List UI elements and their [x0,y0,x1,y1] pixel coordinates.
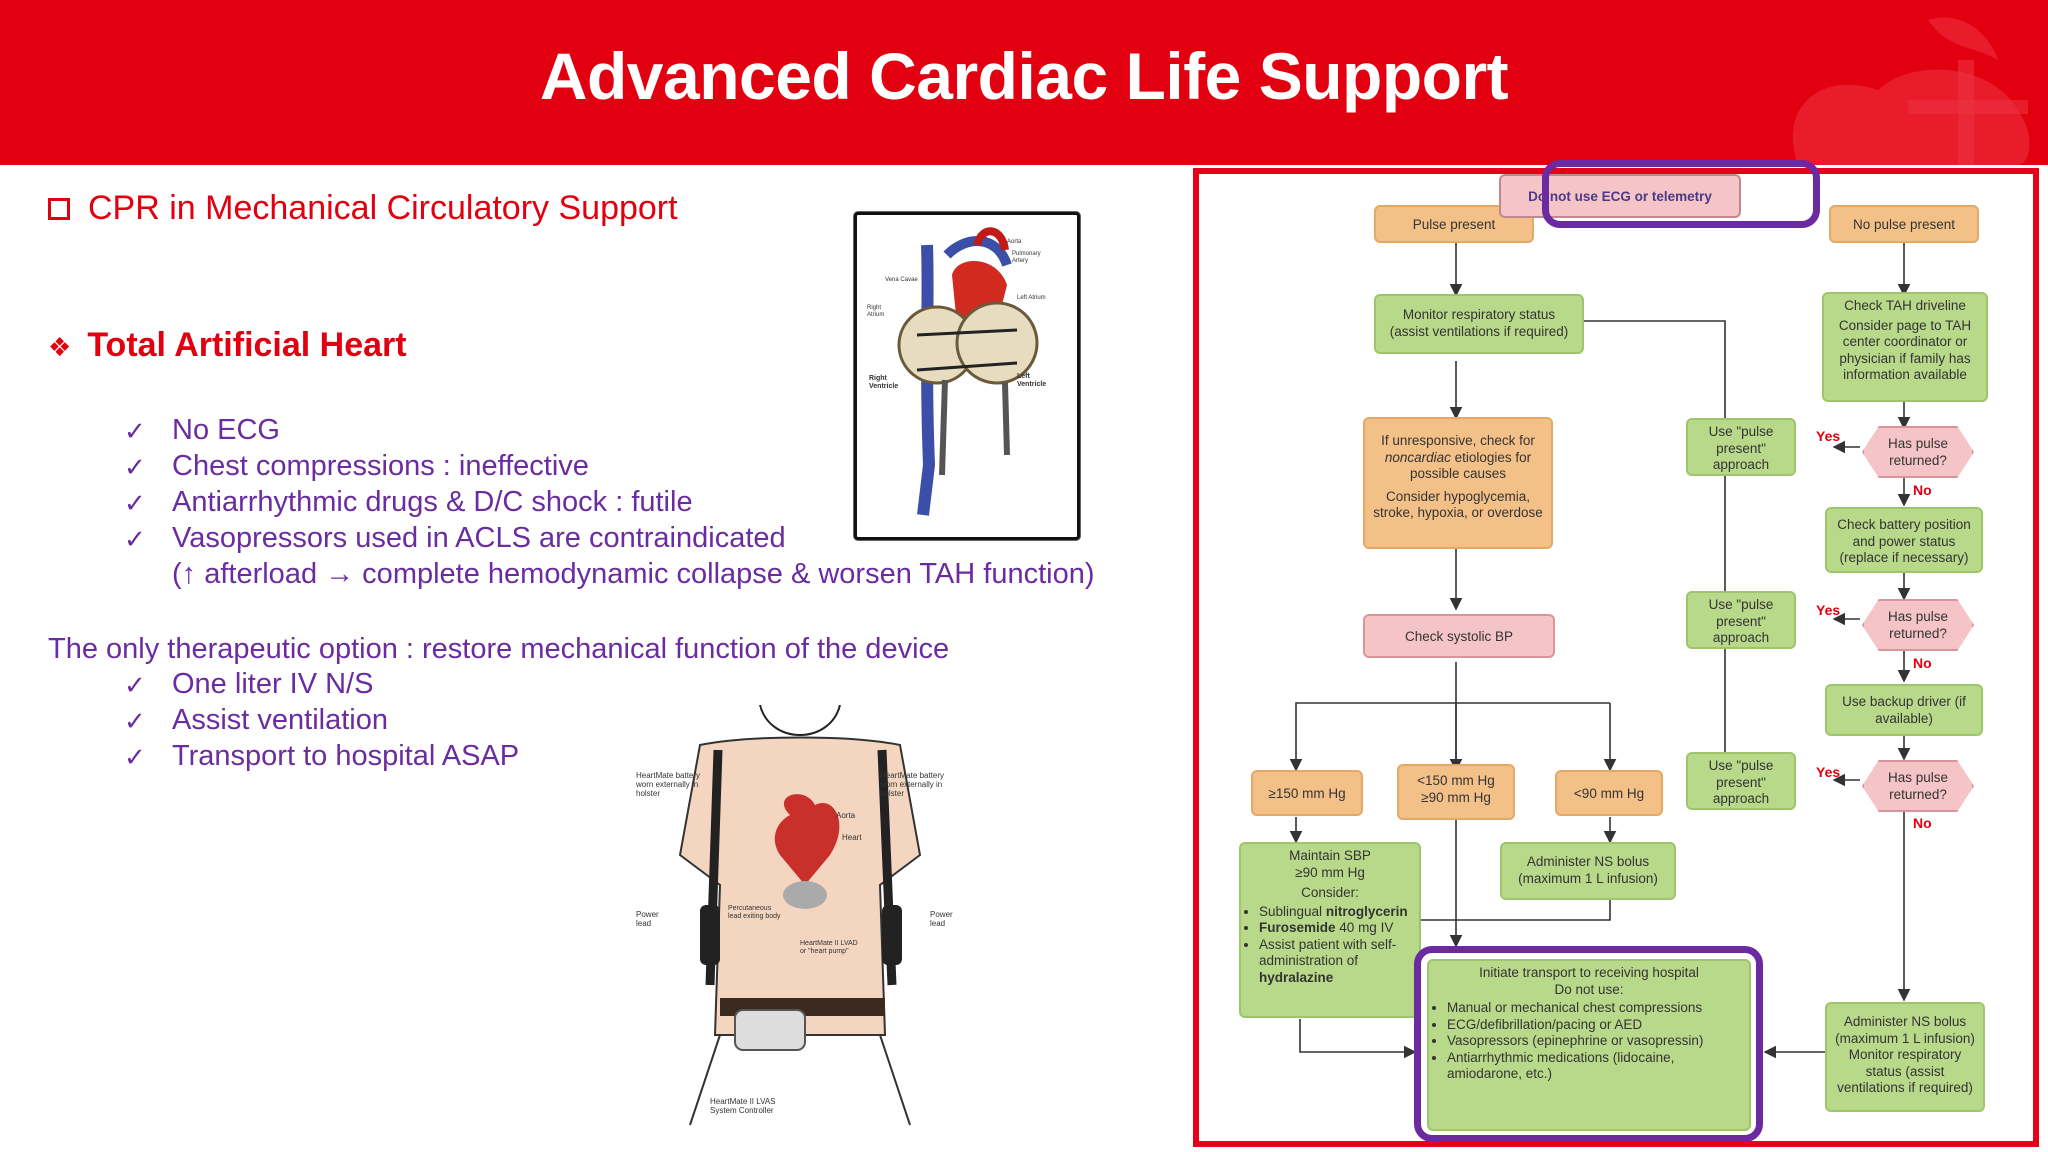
use-pulse-present-box: Use "pulse present" approach [1686,591,1796,649]
transport-highlight [1414,946,1763,1142]
check-icon: ✓ [124,524,146,554]
pulse-present-box: Pulse present [1374,205,1534,243]
tah-cpr-flowchart: Pulse present Do not use ECG or telemetr… [1193,160,2039,1147]
tah-figure: Vena Cavae Aorta Pulmonary Artery Right … [854,212,1080,540]
admin-ns-box: Administer NS bolus (maximum 1 L infusio… [1500,842,1676,900]
subheading-row: ❖ Total Artificial Heart [48,326,407,365]
bp-mid-box: <150 mm Hg ≥90 mm Hg [1397,764,1515,820]
check-icon: ✓ [124,706,146,736]
diamond-bullet-icon: ❖ [48,332,72,362]
final-ns-box: Administer NS bolus (maximum 1 L infusio… [1825,1002,1985,1112]
heart-torch-logo [1792,17,2030,165]
use-pulse-present-box: Use "pulse present" approach [1686,752,1796,810]
check-icon: ✓ [124,742,146,772]
backup-driver-box: Use backup driver (if available) [1825,684,1983,736]
bp-high-box: ≥150 mm Hg [1251,770,1363,816]
ecg-warning-highlight [1542,160,1820,228]
bp-low-box: <90 mm Hg [1555,770,1663,816]
check-driveline-box: Check TAH driveline Consider page to TAH… [1822,292,1988,402]
therapy-line: The only therapeutic option : restore me… [48,633,950,665]
check-icon: ✓ [124,452,146,482]
has-pulse-diamond: Has pulse returned? [1862,426,1974,478]
ecg-warning-box: Do not use ECG or telemetry [1499,174,1741,218]
has-pulse-diamond: Has pulse returned? [1862,760,1974,812]
unresponsive-box: If unresponsive, check for noncardiac et… [1363,417,1553,549]
monitor-resp-box: Monitor respiratory status (assist venti… [1374,294,1584,354]
check-icon: ✓ [124,670,146,700]
section-heading: CPR in Mechanical Circulatory Support [88,189,678,227]
check-bp-diamond: Check systolic BP [1363,614,1555,658]
slide-title: Advanced Cardiac Life Support [539,39,1509,113]
check-icon: ✓ [124,488,146,518]
subheading: Total Artificial Heart [87,326,407,364]
check-battery-box: Check battery position and power status … [1825,507,1983,573]
maintain-sbp-box: Maintain SBP ≥90 mm Hg Consider: Subling… [1239,842,1421,1018]
lvad-figure: HeartMate battery worn externally in hol… [630,705,970,1135]
use-pulse-present-box: Use "pulse present" approach [1686,418,1796,476]
check-icon: ✓ [124,416,146,446]
title-banner [0,0,2048,165]
checkbox-bullet-icon [48,197,70,220]
transport-box: Initiate transport to receiving hospital… [1427,959,1751,1131]
no-pulse-present-box: No pulse present [1829,205,1979,243]
section-heading-row: CPR in Mechanical Circulatory Support [48,189,678,228]
has-pulse-diamond: Has pulse returned? [1862,599,1974,651]
